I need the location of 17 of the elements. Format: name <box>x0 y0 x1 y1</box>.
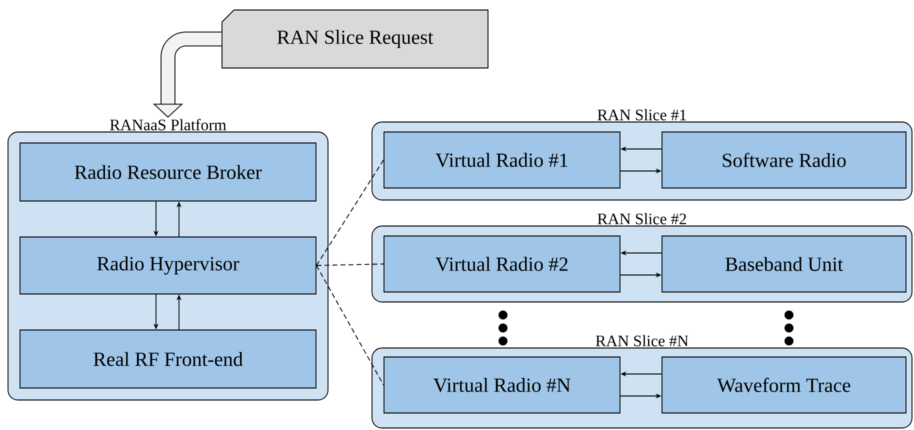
connector-line <box>316 264 384 266</box>
node-label: RANaaS Platform <box>110 118 226 130</box>
request-box: RAN Slice Request <box>222 10 488 68</box>
module-box: Waveform Trace <box>662 356 906 414</box>
node-label: RAN Slice #1 <box>598 109 686 120</box>
node-label: RAN Slice #N <box>596 335 688 346</box>
node-label: RAN Slice #2 <box>598 213 686 224</box>
connector-line <box>316 160 384 266</box>
module-box: Real RF Front-end <box>20 330 316 388</box>
module-box: Radio Hypervisor <box>20 236 316 294</box>
module-box: Radio Resource Broker <box>20 142 316 202</box>
module-box: Virtual Radio #2 <box>384 236 620 292</box>
module-box: Software Radio <box>662 132 906 188</box>
module-box: Virtual Radio #1 <box>384 132 620 188</box>
module-box: Baseband Unit <box>662 236 906 292</box>
connector-line <box>316 265 384 386</box>
module-box: Virtual Radio #N <box>384 356 620 414</box>
